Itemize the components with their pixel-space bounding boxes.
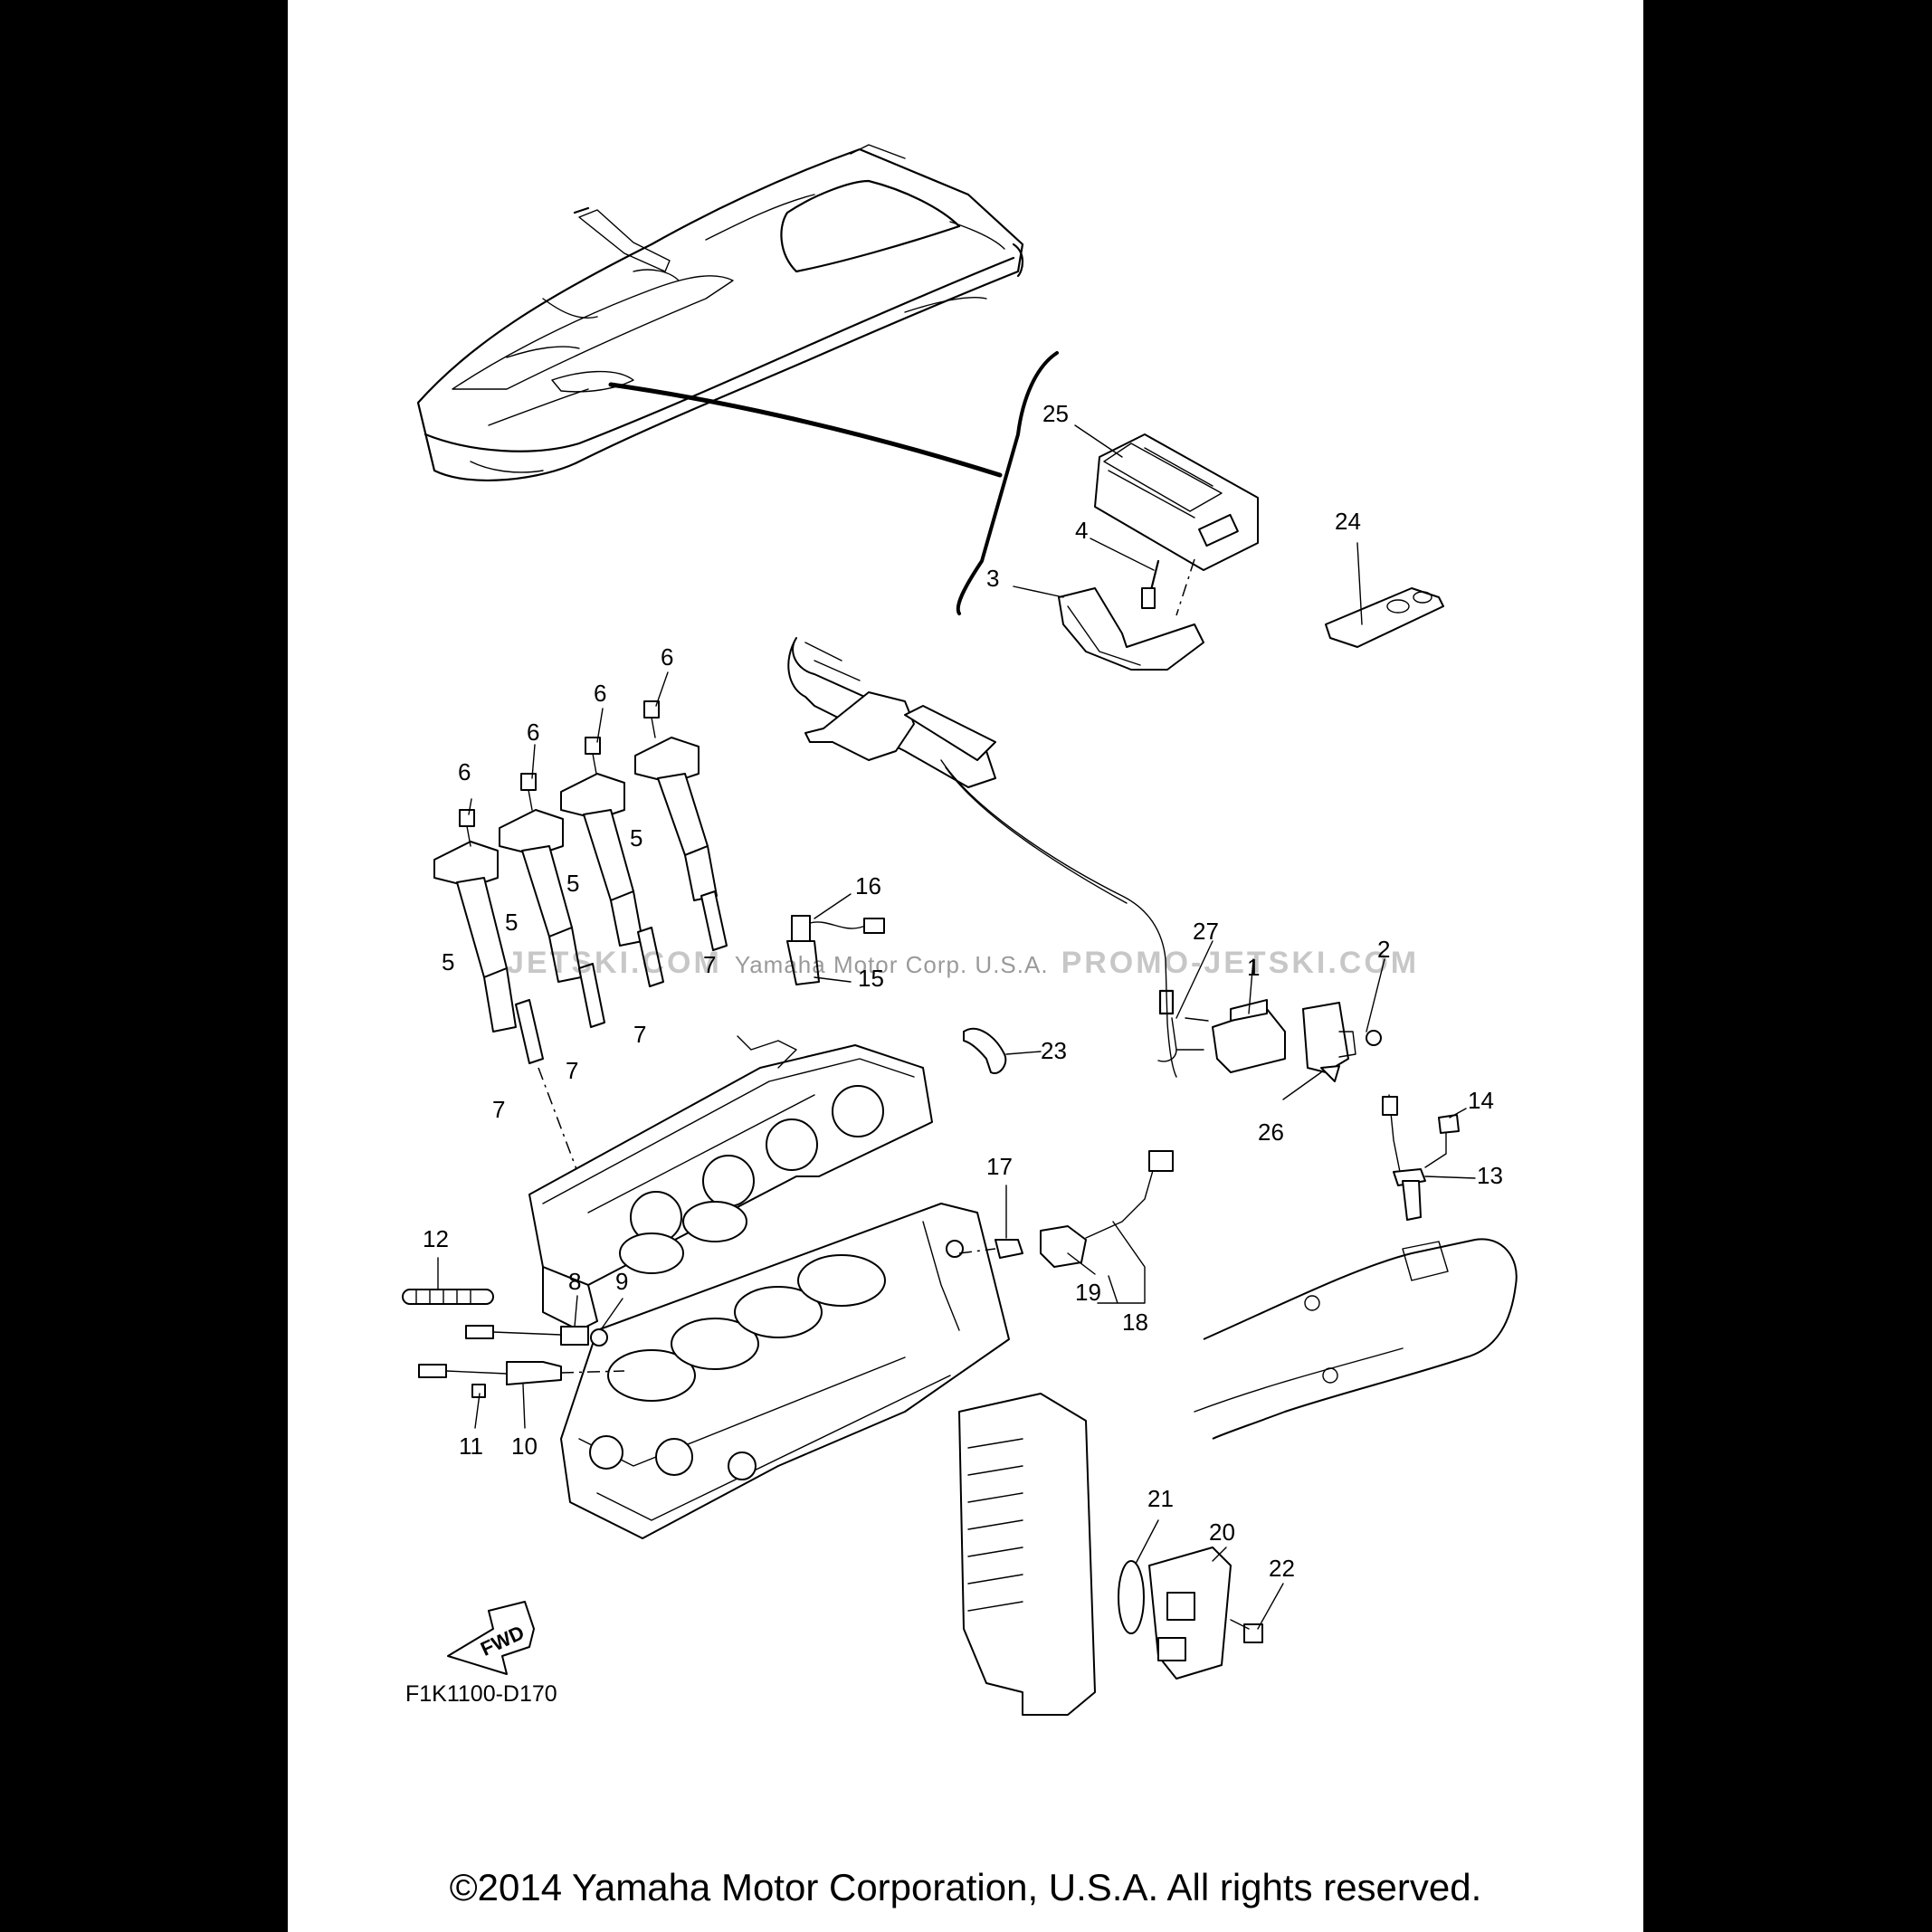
remote-key-fob bbox=[1325, 587, 1444, 648]
sensor-17-19 bbox=[958, 1150, 1174, 1268]
sensor-13-14 bbox=[1382, 1094, 1460, 1221]
callout-15: 15 bbox=[858, 965, 884, 992]
callout-10: 10 bbox=[511, 1432, 538, 1460]
callout-7: 7 bbox=[633, 1021, 646, 1048]
callout-18: 18 bbox=[1122, 1309, 1148, 1336]
callout-7: 7 bbox=[492, 1096, 505, 1123]
callout-24: 24 bbox=[1335, 508, 1361, 535]
relay-bracket-group bbox=[1175, 999, 1382, 1082]
callout-6: 6 bbox=[661, 643, 673, 671]
handlebar-throttle bbox=[787, 637, 1177, 1078]
callout-27: 27 bbox=[1193, 918, 1219, 945]
callout-5: 5 bbox=[630, 824, 642, 852]
watercraft-illustration bbox=[416, 144, 1059, 615]
engine-head-block bbox=[528, 1035, 1010, 1539]
callout-3: 3 bbox=[986, 565, 999, 592]
callout-6: 6 bbox=[527, 719, 539, 746]
callout-17: 17 bbox=[986, 1153, 1013, 1180]
callout-16: 16 bbox=[855, 872, 881, 899]
callout-14: 14 bbox=[1468, 1087, 1494, 1114]
band-23 bbox=[963, 1027, 1007, 1074]
callout-11: 11 bbox=[459, 1432, 483, 1460]
hose-12 bbox=[402, 1289, 494, 1305]
watermark: JETSKI.COM Yamaha Motor Corp. U.S.A. PROMO… bbox=[507, 946, 1419, 981]
ignition-coils bbox=[433, 700, 718, 1033]
callout-21: 21 bbox=[1147, 1485, 1174, 1512]
callout-22: 22 bbox=[1269, 1555, 1295, 1582]
callout-5: 5 bbox=[505, 909, 518, 936]
callout-4: 4 bbox=[1075, 517, 1088, 544]
callout-20: 20 bbox=[1209, 1518, 1235, 1546]
diagram-code: F1K1100-D170 bbox=[405, 1681, 557, 1707]
callout-6: 6 bbox=[458, 758, 471, 785]
callout-2: 2 bbox=[1377, 936, 1390, 963]
copyright-notice: ©2014 Yamaha Motor Corporation, U.S.A. A… bbox=[449, 1866, 1482, 1908]
callout-23: 23 bbox=[1041, 1037, 1067, 1064]
ecu-assembly bbox=[1058, 433, 1259, 671]
callout-9: 9 bbox=[615, 1268, 628, 1295]
sensor-10-11 bbox=[418, 1361, 625, 1398]
sensor-8-9 bbox=[465, 1325, 608, 1347]
leader-lines bbox=[437, 424, 1476, 1630]
callout-19: 19 bbox=[1075, 1279, 1101, 1306]
callout-6: 6 bbox=[594, 680, 606, 707]
watermark-right: PROMO-JETSKI.COM bbox=[1061, 946, 1420, 980]
callout-12: 12 bbox=[423, 1225, 449, 1252]
callout-5: 5 bbox=[442, 948, 454, 976]
callout-13: 13 bbox=[1477, 1162, 1503, 1189]
callout-25: 25 bbox=[1042, 400, 1069, 427]
callout-26: 26 bbox=[1258, 1118, 1284, 1146]
fwd-arrow: FWD bbox=[447, 1601, 535, 1675]
sensor-16-15 bbox=[786, 915, 885, 985]
watermark-left: JETSKI.COM bbox=[507, 946, 722, 980]
callout-1: 1 bbox=[1247, 954, 1260, 981]
callout-7: 7 bbox=[703, 951, 716, 978]
callout-5: 5 bbox=[566, 870, 579, 897]
callout-7: 7 bbox=[566, 1057, 578, 1084]
watermark-center: Yamaha Motor Corp. U.S.A. bbox=[734, 951, 1049, 978]
exhaust-pipe bbox=[1194, 1238, 1518, 1440]
rectifier-regulator bbox=[958, 1393, 1263, 1716]
spark-plugs bbox=[515, 890, 728, 1177]
callout-labels: 25 4 3 24 6 6 6 6 5 5 5 5 16 15 7 7 7 7 … bbox=[423, 400, 1503, 1582]
callout-8: 8 bbox=[568, 1268, 581, 1295]
